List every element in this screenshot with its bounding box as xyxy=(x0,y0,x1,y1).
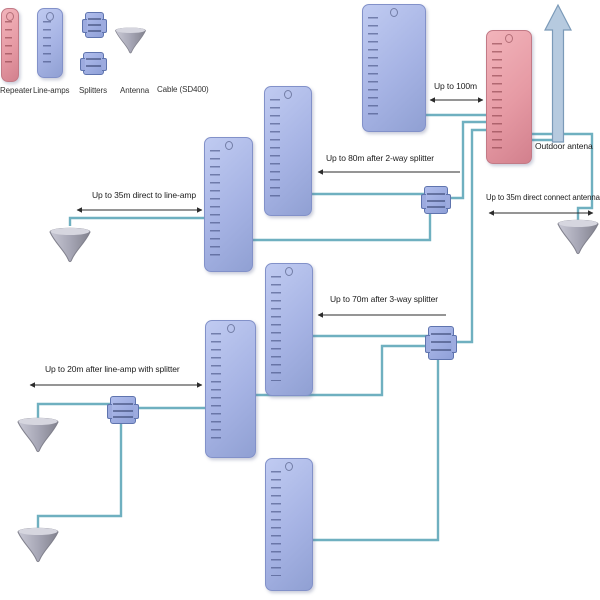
cable-splitter-to-antenna-mid xyxy=(36,402,110,418)
device-ports xyxy=(271,276,281,381)
legend-label-splitters: Splitters xyxy=(79,86,107,95)
splitter-3way xyxy=(425,326,457,360)
legend-splitter-icon-a xyxy=(82,12,107,38)
mounting-hole xyxy=(46,12,54,21)
indoor-antenna-left xyxy=(49,227,91,263)
splitter-2way xyxy=(421,186,451,214)
repeater-unit xyxy=(486,30,532,164)
measurement-arrows xyxy=(29,97,594,388)
splitter-lineamp xyxy=(107,396,139,424)
legend-lineamp-icon xyxy=(37,8,63,78)
mounting-hole xyxy=(390,8,398,17)
cable-splitter-to-antenna-bottom xyxy=(36,422,123,528)
legend-label-cable: Cable (SD400) xyxy=(157,85,209,94)
outdoor-antenna-arrow xyxy=(544,3,572,143)
legend-label-repeater: Repeater xyxy=(0,86,33,95)
cable-trunk-to-3way-splitter xyxy=(452,128,486,344)
line-amp-1 xyxy=(362,4,426,132)
device-ports xyxy=(211,333,221,443)
device-ports xyxy=(210,150,220,257)
device-ports xyxy=(492,43,502,149)
device-ports xyxy=(271,471,281,576)
cable-3way-to-amp5 xyxy=(254,344,428,397)
legend-repeater-icon xyxy=(1,8,19,82)
mounting-hole xyxy=(226,324,235,333)
mounting-hole xyxy=(285,267,293,276)
annotation-35m-lineamp: Up to 35m direct to line-amp xyxy=(92,190,196,200)
indoor-antenna-right xyxy=(557,219,599,255)
cable-trunk-to-2way-splitter xyxy=(446,120,486,200)
annotation-80m: Up to 80m after 2-way splitter xyxy=(326,153,435,163)
cable-amp3-to-antenna-left xyxy=(68,216,204,226)
indoor-antenna-bottom xyxy=(17,527,59,563)
annotation-20m: Up to 20m after line-amp with splitter xyxy=(45,364,180,374)
cable-2way-to-amp3 xyxy=(251,212,432,242)
legend-antenna-icon xyxy=(115,27,146,54)
line-amp-3 xyxy=(204,137,253,272)
mounting-hole xyxy=(224,141,233,150)
legend-label-lineamps: Line-amps xyxy=(33,86,70,95)
cable-3way-to-amp6 xyxy=(311,358,440,542)
mounting-hole xyxy=(284,90,292,99)
legend-label-antenna: Antenna xyxy=(120,86,150,95)
device-ports xyxy=(270,99,280,201)
line-amp-5 xyxy=(205,320,256,458)
annotation-100m: Up to 100m xyxy=(434,81,477,91)
device-ports xyxy=(5,21,12,67)
annotation-70m: Up to 70m after 3-way splitter xyxy=(330,294,439,304)
mounting-hole xyxy=(6,12,14,21)
device-ports xyxy=(43,21,51,63)
legend-splitter-icon-b xyxy=(80,52,107,75)
mounting-hole xyxy=(285,462,293,471)
indoor-antenna-mid xyxy=(17,417,59,453)
line-amp-6 xyxy=(265,458,313,591)
outdoor-antenna-label: Outdoor antena xyxy=(535,141,593,151)
mounting-hole xyxy=(505,34,513,43)
device-ports xyxy=(368,17,378,117)
cables xyxy=(36,113,594,542)
line-amp-4 xyxy=(265,263,313,396)
annotation-35m-antennas: Up to 35m direct connect antennas xyxy=(486,193,600,202)
line-amp-2 xyxy=(264,86,312,216)
